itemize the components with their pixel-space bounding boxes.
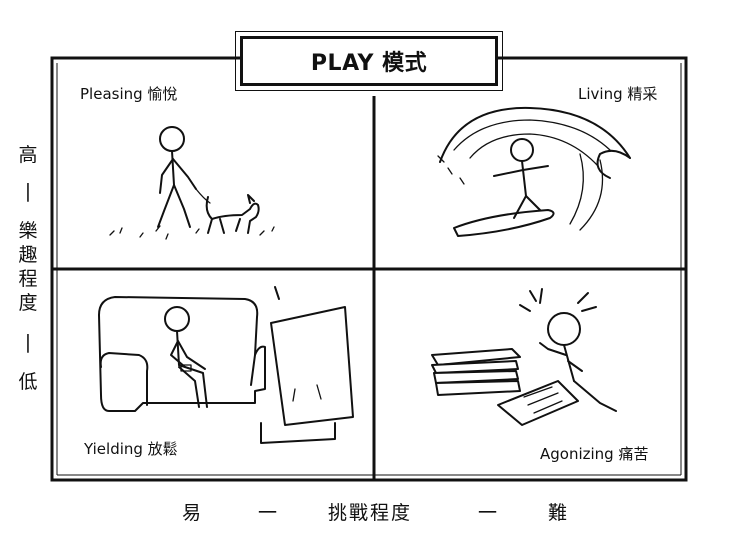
y-axis-dash-top: | [24, 180, 32, 202]
x-axis-title: 挑戰程度 [328, 502, 413, 524]
surfer-icon [437, 106, 631, 237]
y-axis-dash-bottom: | [24, 331, 32, 353]
quadrant-label-living: Living 精采 [578, 85, 658, 103]
y-axis-char-3: 程 [18, 268, 38, 290]
person-walking-dog-icon [109, 126, 275, 240]
y-axis-char-1: 樂 [18, 220, 38, 242]
stressed-person-icon [431, 288, 617, 426]
x-axis-dash-right: 一 [478, 502, 498, 524]
x-axis-hard: 難 [548, 502, 568, 524]
person-on-sofa-icon [98, 286, 354, 444]
y-axis-char-2: 趣 [18, 244, 38, 266]
quadrant-label-pleasing: Pleasing 愉悅 [80, 85, 178, 103]
x-axis-easy: 易 [182, 502, 202, 524]
title-box: PLAY 模式 [235, 31, 503, 91]
page-title: PLAY 模式 [310, 51, 428, 76]
y-axis-high: 高 [18, 144, 38, 166]
y-axis-low: 低 [18, 371, 38, 393]
x-axis-dash-left: 一 [258, 502, 278, 524]
y-axis-char-4: 度 [18, 292, 38, 314]
quadrant-label-agonizing: Agonizing 痛苦 [540, 445, 649, 463]
quadrant-label-yielding: Yielding 放鬆 [84, 440, 178, 458]
